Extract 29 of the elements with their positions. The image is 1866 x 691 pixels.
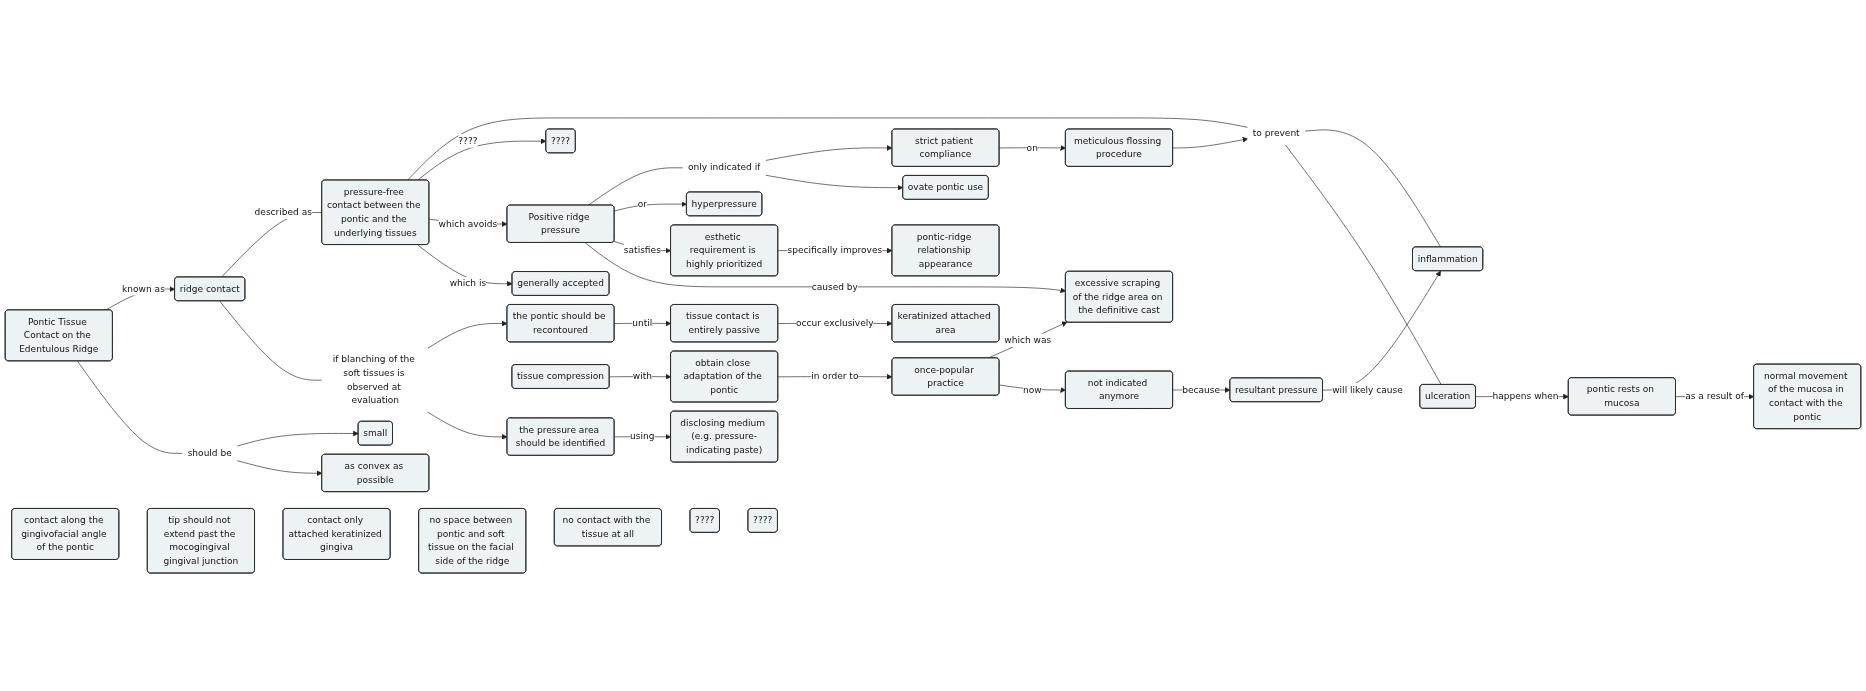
node-text: if blanching of the soft tissues is observed at evaluation (332, 354, 415, 406)
node-text: should be (187, 447, 232, 458)
edge-label: described as (254, 206, 312, 218)
connector (1285, 144, 1442, 386)
edge-label: with (632, 371, 652, 382)
edge-label: will likely cause (1332, 384, 1403, 395)
edge-label: which avoids (438, 218, 498, 229)
edge-label: known as (122, 283, 165, 294)
edge-label: or (637, 198, 647, 209)
edge-label: occur exclusively (796, 317, 874, 329)
connector (1304, 129, 1442, 248)
edge-label: until (632, 317, 653, 329)
connector (77, 360, 184, 454)
edge-label: satisfies (623, 244, 661, 256)
edge-label: because (1182, 384, 1221, 395)
edge-label: caused by (811, 281, 858, 292)
edge-label: on (1026, 142, 1038, 153)
node-text: to prevent (1252, 127, 1300, 138)
edge-label: which was (1004, 334, 1052, 346)
edge-label: specifically improves (787, 244, 883, 256)
node-text: only indicated if (687, 162, 761, 173)
edge-label: as a result of (1685, 390, 1744, 402)
edge-label: happens when (1492, 390, 1559, 402)
edge-label: now (1022, 384, 1042, 395)
edge-label: in order to (811, 371, 859, 382)
edge-label: ???? (458, 135, 478, 146)
connector (219, 300, 323, 381)
edge-label: which is (449, 277, 487, 289)
edge-label: using (630, 431, 655, 442)
